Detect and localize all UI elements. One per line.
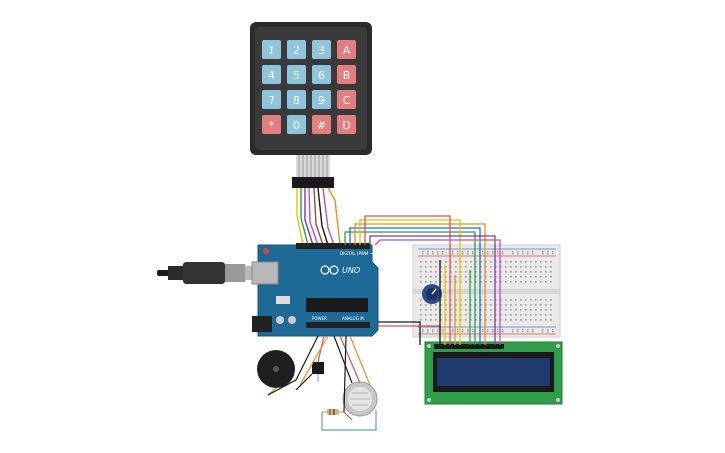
keypad-key-D[interactable] [337, 115, 356, 134]
keypad-key-label: 2 [293, 44, 300, 57]
keypad-4x4: 1 2 3 A 4 5 6 B 7 8 9 C * 0 # D [250, 22, 372, 155]
digital-header-label: DIGITAL (PWM ~) [340, 251, 375, 256]
arduino-logo [320, 265, 339, 275]
keypad-key-label: 8 [293, 94, 300, 107]
keypad-key-9[interactable] [312, 90, 331, 109]
keypad-key-7[interactable] [262, 90, 281, 109]
keypad-key-#[interactable] [312, 115, 331, 134]
keypad-header [292, 177, 334, 188]
keypad-key-label: 6 [318, 69, 325, 82]
keypad-key-label: D [342, 119, 350, 132]
keypad-key-label: 1 [268, 44, 275, 57]
breadboard [412, 244, 561, 338]
keypad-wires [296, 187, 341, 246]
lcd-16x2 [424, 341, 563, 405]
keypad-key-3[interactable] [312, 40, 331, 59]
arduino-uno-board: UNO DIGITAL (PWM ~) POWER ANALOG IN [251, 243, 379, 337]
sensor-wires [267, 335, 377, 431]
keypad-key-label: 3 [318, 44, 325, 57]
keypad-key-1[interactable] [262, 40, 281, 59]
breadboard-holes [420, 251, 554, 333]
keypad-key-label: 5 [293, 69, 300, 82]
keypad-key-5[interactable] [287, 65, 306, 84]
gas-sensor-icon [342, 381, 378, 417]
keypad-key-label: * [269, 119, 275, 132]
keypad-key-label: A [343, 44, 351, 57]
potentiometer-icon [422, 284, 442, 304]
lcd-wires [344, 215, 501, 345]
analog-header-label: ANALOG IN [342, 316, 364, 321]
keypad-key-label: B [343, 69, 351, 82]
keypad-key-*[interactable] [262, 115, 281, 134]
arduino-model-label: UNO [342, 266, 360, 275]
keypad-key-label: # [317, 119, 326, 132]
transistor-icon [312, 362, 324, 382]
keypad-key-8[interactable] [287, 90, 306, 109]
keypad-key-2[interactable] [287, 40, 306, 59]
resistor-icon [322, 409, 344, 415]
keypad-key-0[interactable] [287, 115, 306, 134]
keypad-ribbon [292, 155, 334, 188]
power-header-label: POWER [312, 316, 327, 321]
keypad-key-label: 9 [318, 94, 325, 107]
piezo-buzzer-icon [257, 350, 295, 396]
keypad-key-label: 0 [293, 119, 300, 132]
keypad-key-label: 7 [268, 94, 275, 107]
keypad-key-B[interactable] [337, 65, 356, 84]
keypad-key-4[interactable] [262, 65, 281, 84]
keypad-key-label: 4 [268, 69, 275, 82]
keypad-key-C[interactable] [337, 90, 356, 109]
keypad-key-6[interactable] [312, 65, 331, 84]
keypad-keys: 1 2 3 A 4 5 6 B 7 8 9 C * 0 # D [262, 40, 356, 134]
keypad-key-label: C [343, 94, 351, 107]
keypad-key-A[interactable] [337, 40, 356, 59]
